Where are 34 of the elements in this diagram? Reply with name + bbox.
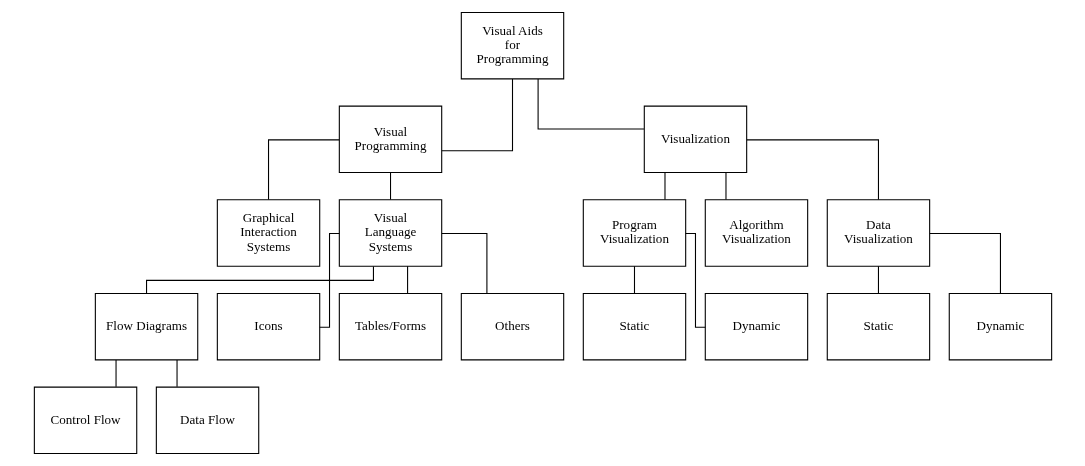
connector [176, 359, 178, 388]
node-box: Flow Diagrams [94, 292, 198, 361]
connector [537, 78, 644, 130]
node-box: Algorithm Visualization [704, 199, 808, 267]
node-box: Dynamic [948, 292, 1052, 361]
node-box: Static [826, 292, 930, 361]
connector [724, 172, 727, 201]
connector [440, 233, 487, 294]
connector [877, 265, 879, 294]
node-box: Visual Language Systems [338, 199, 442, 267]
node-box: Program Visualization [582, 199, 686, 267]
node-box: Data Visualization [826, 199, 930, 267]
connector [115, 359, 117, 388]
node-box: Icons [216, 292, 320, 361]
node-box: Others [460, 292, 564, 361]
node-box: Data Flow [155, 386, 259, 455]
node-box: Control Flow [33, 386, 137, 455]
node-box: Static [582, 292, 686, 361]
node-box: Visual Programming [338, 105, 442, 174]
connector [745, 139, 879, 200]
connector [267, 139, 340, 200]
connector [406, 265, 408, 294]
connector [633, 265, 635, 294]
node-box: Dynamic [704, 292, 808, 361]
connector [318, 233, 340, 328]
connector [684, 233, 706, 328]
node-box: Visual Aids for Programming [460, 11, 564, 80]
connector [440, 78, 513, 152]
node-box: Graphical Interaction Systems [216, 199, 320, 267]
connector [663, 172, 666, 201]
connector [928, 233, 1001, 294]
connector [389, 172, 391, 201]
node-box: Visualization [643, 105, 747, 174]
node-box: Tables/Forms [338, 292, 442, 361]
